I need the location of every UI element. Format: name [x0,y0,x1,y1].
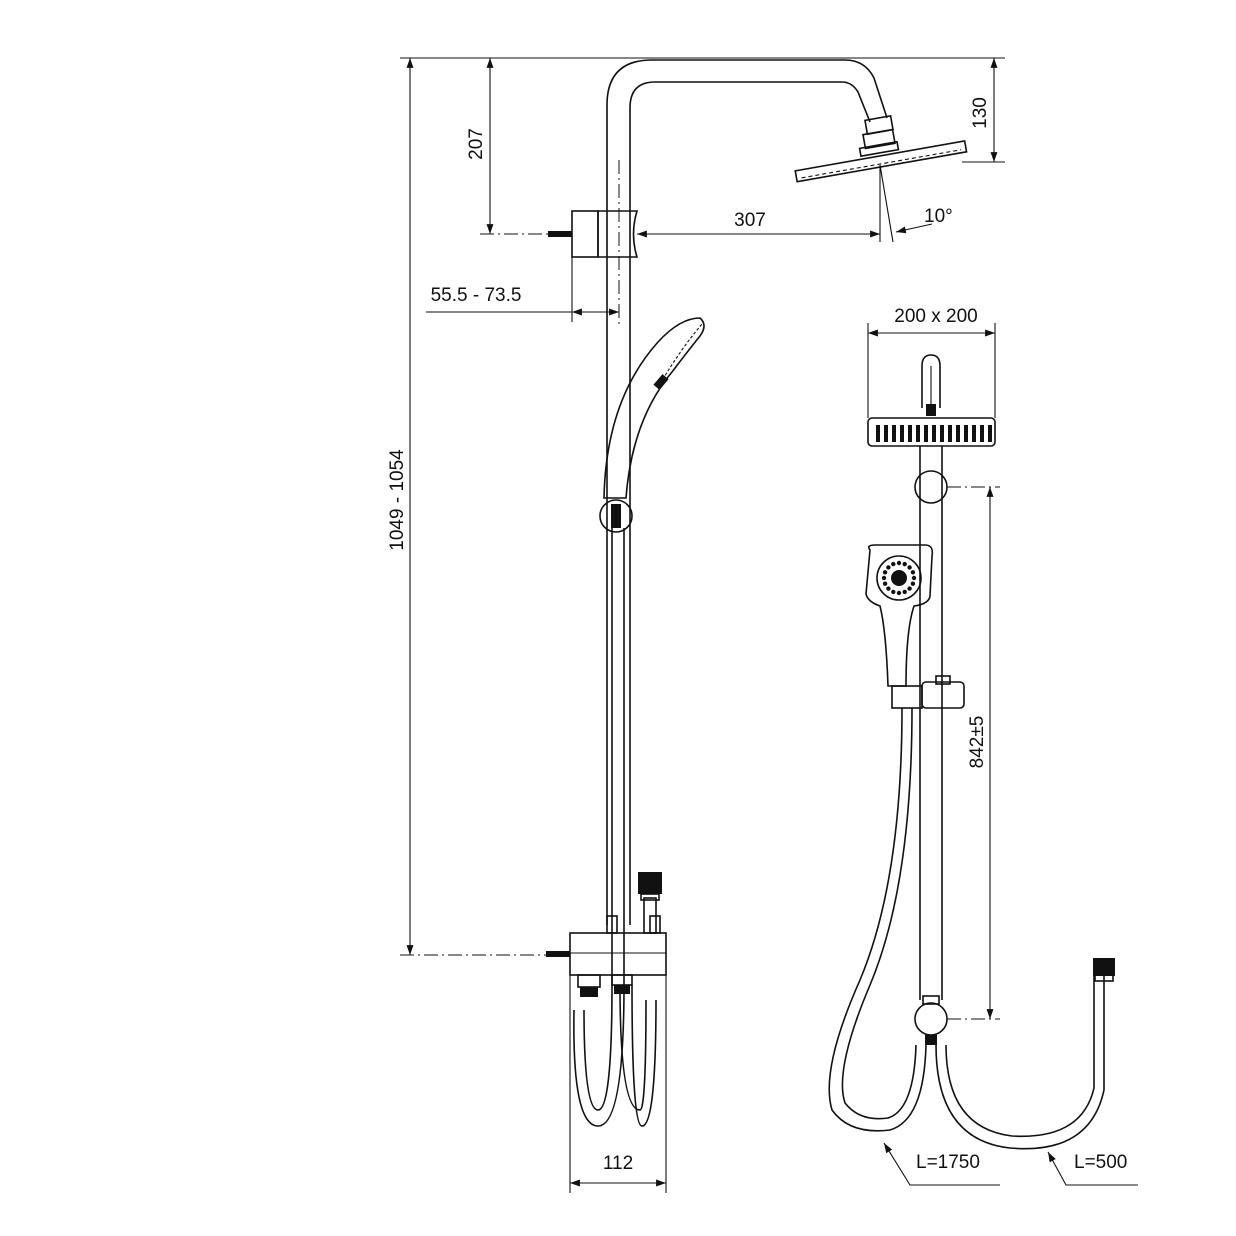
plate-nozzle [956,425,960,442]
tilt-reference-angled [879,164,894,243]
dim-total-height: 1049 - 1054 [387,449,408,551]
tilt-arrow [895,223,933,234]
front-bottom-collar [922,995,940,1005]
plate-nozzle [948,425,952,442]
front-hose-short [935,975,1105,1150]
front-bracket-bottom [914,1002,948,1036]
front-hose-long [828,707,927,1132]
side-hose-2-inner [619,984,647,1111]
leader-hose-long [883,1142,1000,1186]
front-hose-short-inner [945,975,1095,1138]
dim-head-height: 130 [970,97,991,129]
hand-nozzle [911,575,917,581]
plate-nozzle [940,425,944,442]
right-crop-mask [1138,0,1236,1236]
hand-shower-nozzles [881,560,917,596]
plate-nozzle [900,425,904,442]
hand-shower-side [603,317,705,499]
plate-nozzle [964,425,968,442]
riser-pipe-inner [629,81,871,925]
front-arm-stub [921,354,941,408]
dim-arm-reach: 307 [734,210,766,231]
plate-nozzle [908,425,912,442]
front-hose-connector [925,1035,937,1045]
dim-head-tilt: 10° [924,206,953,227]
riser-pipe [606,59,888,925]
front-hose-short-end-collar [1094,974,1114,982]
plate-nozzle [980,425,984,442]
hand-nozzle [907,565,912,570]
plate-nozzle [972,425,976,442]
dim-hose-long: L=1750 [916,1152,980,1173]
dim-head-size: 200 x 200 [894,306,977,327]
hand-nozzle [886,586,891,591]
side-hose-2 [631,984,657,1127]
hand-nozzle [896,590,902,596]
hand-nozzle [881,575,887,581]
side-hose-inner [573,528,625,1127]
hand-nozzle [896,560,902,566]
hand-nozzle [910,581,916,586]
dim-rail-length: 842±5 [967,716,988,769]
hand-shower-holder-side [599,499,633,533]
hand-nozzle [907,586,912,591]
hand-nozzle [910,570,916,575]
dim-mixer-depth: 112 [603,1153,633,1174]
hand-nozzle [891,561,896,567]
overhead-shower-plate-front [867,417,996,447]
overhead-shower-plate-side [794,140,968,183]
hand-shower-front [865,544,934,687]
dim-wall-distance: 55.5 - 73.5 [431,285,522,306]
plate-nozzle [892,425,896,442]
plate-nozzle [932,425,936,442]
hand-nozzle [891,589,896,595]
thermostatic-mixer-side [546,872,667,997]
hand-nozzle [902,589,907,595]
dim-top-to-bracket: 207 [466,128,487,160]
side-hose [583,528,613,1111]
dim-hose-short: L=500 [1074,1152,1127,1173]
front-hose-short-end [1093,958,1115,976]
front-arm-joint [926,404,936,416]
hand-nozzle [886,565,891,570]
hand-nozzle [882,570,888,575]
overhead-head-joint [858,114,900,158]
plate-nozzle [884,425,888,442]
plate-nozzle-row [876,425,992,442]
hand-nozzle [882,581,888,586]
plate-nozzle [916,425,920,442]
sliding-holder-front [891,675,965,709]
front-view: 200 x 200 842±5 [828,306,1138,1186]
side-view: 1049 - 1054 207 130 307 10° 55.5 - 73.5 … [387,57,1005,1193]
hand-nozzle [902,561,907,567]
leader-hose-short [1047,1151,1138,1186]
front-hose-long-inner [841,707,917,1120]
plate-nozzle [876,425,880,442]
plate-nozzle [988,425,992,442]
plate-nozzle [924,425,928,442]
